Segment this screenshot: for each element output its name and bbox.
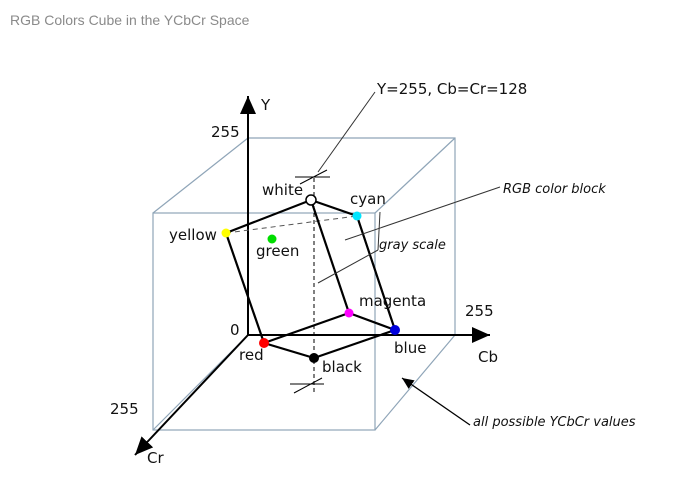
cb-axis-max: 255: [465, 302, 494, 320]
ycbcr-annotation: all possible YCbCr values: [473, 415, 636, 430]
pointer-gray-scale: [317, 249, 379, 284]
axes: [134, 96, 490, 456]
yellow-dot: [221, 228, 231, 238]
cr-axis-max: 255: [110, 400, 139, 418]
cr-axis-label: Cr: [147, 449, 164, 467]
page-title: RGB Colors Cube in the YCbCr Space: [10, 12, 250, 28]
pointer-gray-scale-2: [377, 211, 381, 251]
vertex-dots: [221, 194, 400, 363]
y-axis-label: Y: [260, 96, 271, 114]
pointer-rgb-block: [344, 186, 501, 241]
pointer-ycbcr: [401, 377, 471, 426]
gray-scale-annotation: gray scale: [379, 238, 446, 253]
yellow-cyan-dashed: [225, 215, 358, 234]
axis-annotation: Y=255, Cb=Cr=128: [376, 80, 527, 98]
blue-dot: [390, 325, 400, 335]
label-cyan: cyan: [350, 190, 386, 208]
y-axis-max: 255: [211, 123, 240, 141]
label-red: red: [239, 346, 264, 364]
green-dot: [267, 234, 277, 244]
tick-bottom-d: [293, 377, 323, 394]
cyan-dot: [352, 211, 362, 221]
label-green: green: [256, 242, 299, 260]
label-yellow: yellow: [169, 226, 217, 244]
pointer-axis-label: [317, 91, 376, 173]
label-white: white: [262, 181, 303, 199]
label-magenta: magenta: [359, 292, 426, 310]
tick-top-d: [299, 169, 328, 185]
label-blue: blue: [394, 339, 426, 357]
magenta-dot: [344, 308, 354, 318]
origin-label: 0: [230, 321, 240, 339]
rgb-block-annotation: RGB color block: [503, 182, 606, 197]
cr-axis: [134, 334, 249, 456]
white-dot: [305, 194, 317, 206]
cb-axis-label: Cb: [478, 348, 498, 366]
black-dot: [309, 353, 319, 363]
label-black: black: [322, 358, 362, 376]
red-dot: [259, 338, 269, 348]
